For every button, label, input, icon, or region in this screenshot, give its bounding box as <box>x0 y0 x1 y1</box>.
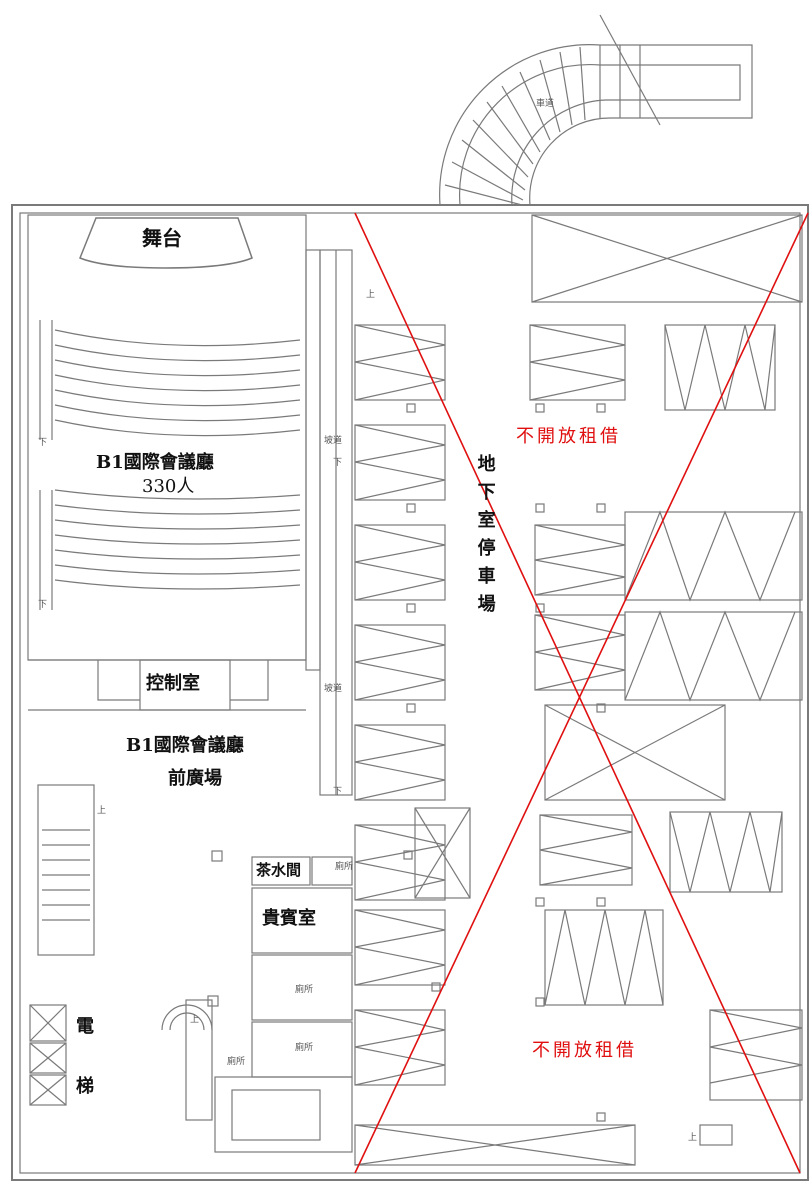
parking-label: 地下室停車場 <box>474 454 496 622</box>
spiral-ramp <box>439 14 753 206</box>
up-mark: 上 <box>366 290 376 300</box>
restroom-label: 廁所 <box>295 985 314 995</box>
elevator-label-bottom: 梯 <box>76 1076 94 1097</box>
down-mark: 下 <box>38 600 48 610</box>
hall-name-label: B1國際會議廳 <box>96 452 214 473</box>
left-stair <box>37 784 95 956</box>
restroom-label: 廁所 <box>295 1043 314 1053</box>
foyer-label: B1國際會議廳 <box>126 735 244 756</box>
columns <box>207 403 606 1122</box>
down-mark: 下 <box>333 458 343 468</box>
hall-capacity-label: 330人 <box>142 476 195 497</box>
not-for-rent-notice-top: 不開放租借 <box>516 426 621 447</box>
vip-room <box>251 887 353 954</box>
not-for-rent-cross <box>354 212 809 1174</box>
restroom-label: 廁所 <box>335 862 354 872</box>
restroom-label: 廁所 <box>227 1057 246 1067</box>
tea-room-label: 茶水間 <box>256 861 302 879</box>
parking-stalls <box>354 214 803 1166</box>
stage-label: 舞台 <box>142 226 182 250</box>
down-mark: 下 <box>38 438 48 448</box>
auditorium <box>27 214 353 796</box>
down-mark: 下 <box>333 787 343 797</box>
elevator-shafts <box>29 1004 67 1106</box>
not-for-rent-notice-bottom: 不開放租借 <box>532 1040 637 1061</box>
up-mark: 上 <box>688 1133 698 1143</box>
up-mark: 上 <box>97 806 107 816</box>
building-outline <box>11 204 809 1181</box>
tea-room <box>251 856 311 886</box>
ramp-mark: 坡道 <box>324 436 343 446</box>
elevator-label-top: 電 <box>76 1016 94 1037</box>
vip-room-label: 貴賓室 <box>262 908 316 929</box>
control-room-label: 控制室 <box>146 673 200 694</box>
up-mark: 上 <box>190 1015 200 1025</box>
foyer-sub-label: 前廣場 <box>168 768 222 789</box>
ramp-mark: 坡道 <box>324 684 343 694</box>
driveway-mark: 車道 <box>536 99 555 109</box>
